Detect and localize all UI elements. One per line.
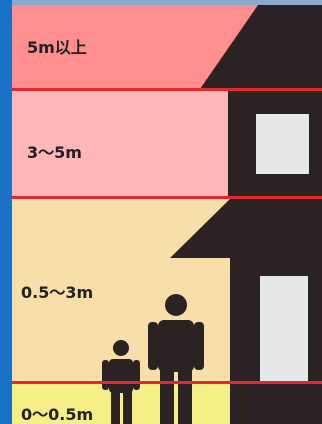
- top-frame-bar: [12, 0, 322, 5]
- boundary-line-0-5m: [12, 381, 322, 384]
- lower-door: [260, 276, 308, 382]
- left-frame-bar: [0, 0, 12, 424]
- upper-window: [256, 114, 309, 174]
- band-label-3-5m: 3〜5m: [27, 139, 82, 163]
- band-label-0-5-3m: 0.5〜3m: [21, 279, 93, 303]
- boundary-line-3m: [12, 196, 322, 199]
- band-label-0-0-5m: 0〜0.5m: [21, 401, 93, 424]
- band-label-5m-plus: 5m以上: [27, 34, 87, 58]
- boundary-line-5m: [12, 88, 322, 91]
